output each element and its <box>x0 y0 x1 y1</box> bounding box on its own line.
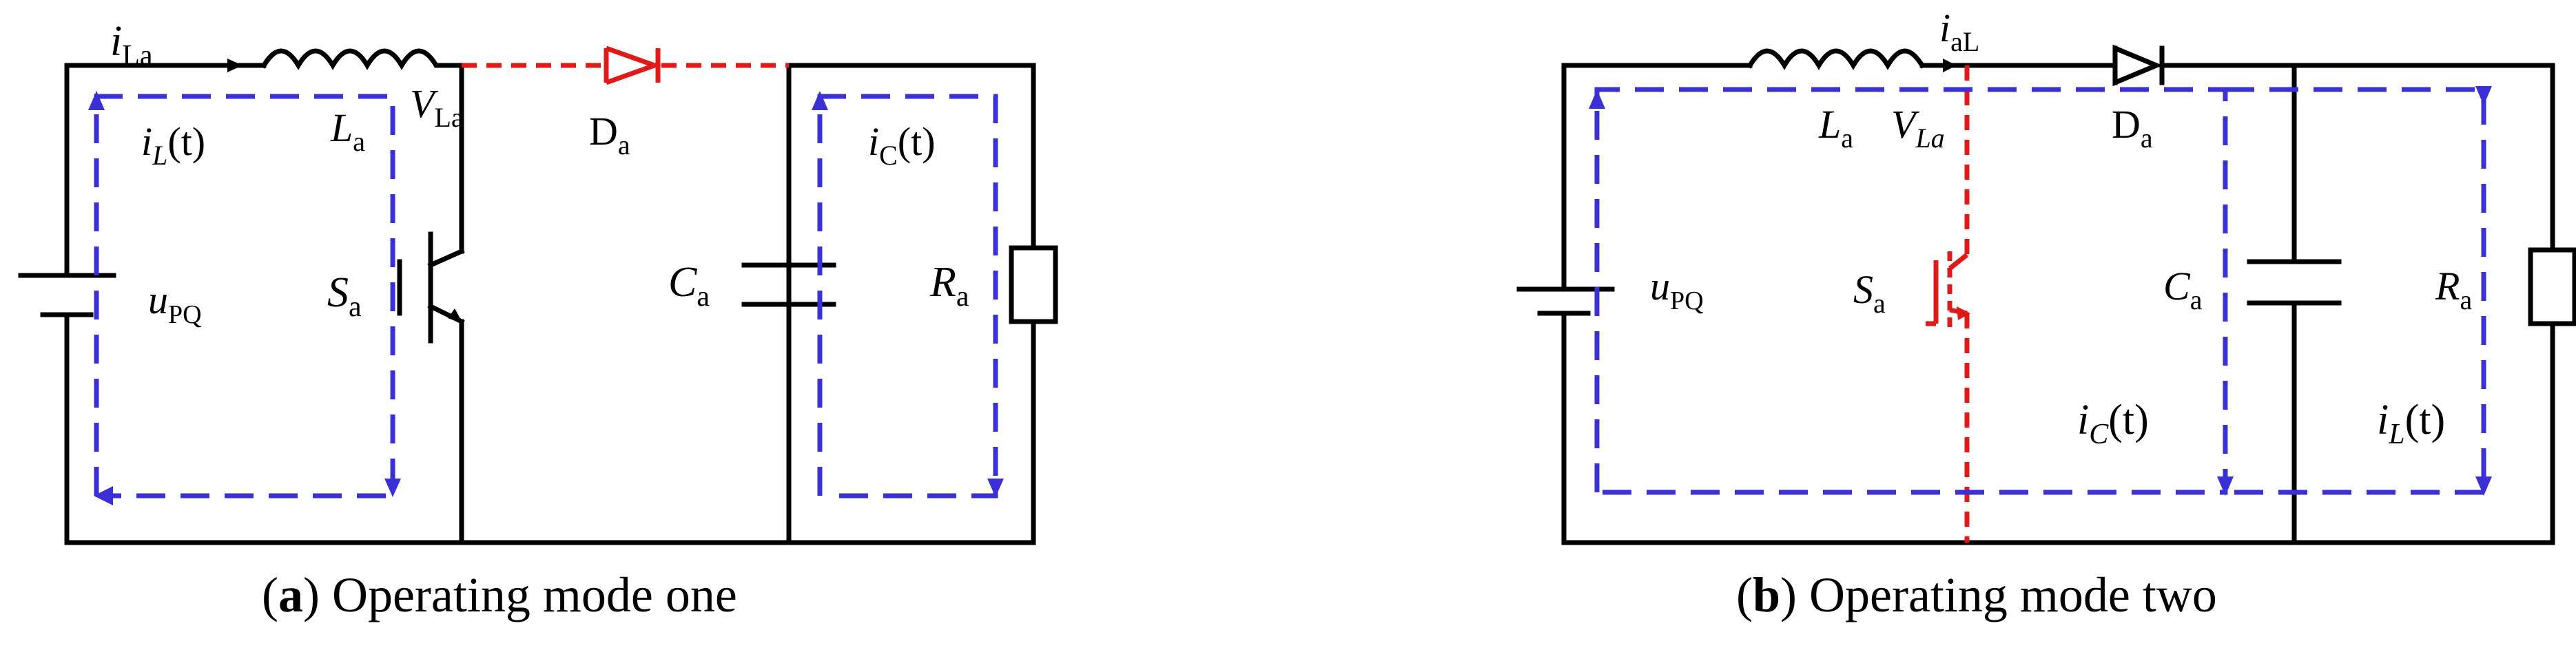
label-b-il-t: iL(t) <box>2377 397 2445 450</box>
label-b-d-a: Da <box>2112 102 2153 154</box>
panel-a-diode <box>462 45 789 85</box>
panel-b: iaL La VLa Da uPQ Sa Ca Ra iC(t) iL(t) (… <box>1516 6 2576 622</box>
panel-b-current-paths <box>1589 86 2492 496</box>
label-a-s-a: Sa <box>327 269 362 323</box>
label-a-d-a: Da <box>589 109 630 160</box>
label-a-r-a: Ra <box>929 259 969 313</box>
panel-a-source <box>18 273 116 317</box>
panel-a-inductor <box>260 48 464 70</box>
label-a-i-la: iLa <box>110 18 153 72</box>
panel-b-wires <box>1561 59 2555 545</box>
panel-b-diode <box>2112 44 2165 87</box>
label-a-l-a: La <box>330 105 365 157</box>
panel-a-wires <box>64 59 1036 545</box>
label-b-r-a: Ra <box>2435 264 2472 315</box>
caption-a: (a) Operating mode one <box>262 567 737 622</box>
panel-a-current-paths <box>88 91 1004 505</box>
panel-a-switch <box>397 231 465 344</box>
label-b-upq: uPQ <box>1650 264 1704 315</box>
label-b-l-a: La <box>1818 102 1853 154</box>
label-b-ic-t: iC(t) <box>2077 397 2149 450</box>
panel-b-inductor <box>1746 48 1926 70</box>
caption-b: (b) Operating mode two <box>1736 567 2217 622</box>
panel-a-resistor <box>1009 245 1058 324</box>
label-b-v-la: VLa <box>1891 102 1945 154</box>
label-a-ic-t: iC(t) <box>868 119 936 171</box>
label-b-c-a: Ca <box>2163 264 2203 315</box>
panel-b-resistor <box>2528 247 2576 326</box>
label-b-s-a: Sa <box>1853 267 1886 319</box>
label-a-v-la: VLa <box>410 81 464 133</box>
panel-a: iLa VLa La Da iL(t) iC(t) uPQ Sa Ca Ra (… <box>18 18 1058 622</box>
label-a-c-a: Ca <box>668 259 710 313</box>
label-b-i-al: iaL <box>1939 6 1979 57</box>
label-a-upq: uPQ <box>148 277 202 329</box>
label-a-il-t: iL(t) <box>141 119 205 171</box>
panel-b-switch <box>1926 65 1970 543</box>
